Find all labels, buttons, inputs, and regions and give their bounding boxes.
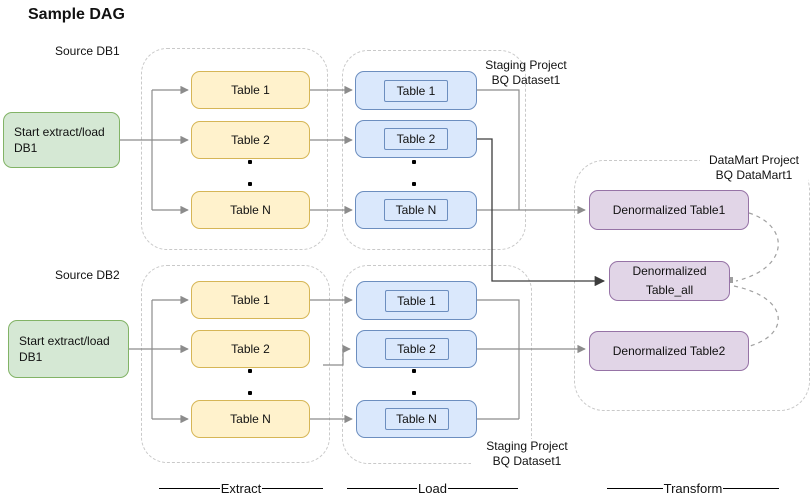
table-label: Table N	[384, 408, 449, 430]
start-node-db2: Start extract/load DB1	[8, 320, 129, 378]
load2-table-n: Table N	[356, 400, 477, 438]
table-label-line1: Denormalized	[632, 264, 707, 278]
stage-transform: Transform	[607, 481, 779, 496]
staging2-label: Staging Project BQ Dataset1	[471, 439, 583, 469]
stage-label: Load	[418, 481, 447, 496]
staging1-label: Staging Project BQ Dataset1	[485, 58, 567, 87]
extract1-table-1: Table 1	[191, 71, 310, 109]
table-label: Table N	[230, 203, 271, 217]
denormalized-table2-node: Denormalized Table2	[589, 331, 749, 371]
load1-table-n: Table N	[355, 191, 477, 229]
load1-table-1: Table 1	[355, 71, 477, 110]
denormalized-table1-node: Denormalized Table1	[589, 190, 749, 230]
extract2-ellipsis-dots	[248, 369, 252, 395]
source-db1-label: Source DB1	[55, 44, 120, 58]
table-label: Denormalized Table2	[612, 344, 726, 358]
table-label: Table 2	[231, 342, 270, 356]
stage-extract: Extract	[159, 481, 323, 496]
table-label-line2: Table_all	[645, 283, 694, 297]
start-node-label: Start extract/load DB1	[19, 334, 110, 364]
table-label: Table 2	[231, 133, 270, 147]
extract2-table-1: Table 1	[191, 281, 310, 319]
extract1-table-2: Table 2	[191, 121, 310, 159]
table-label: Table 1	[384, 289, 449, 312]
stage-label: Extract	[220, 481, 262, 496]
table-label: Table N	[230, 412, 271, 426]
page-title: Sample DAG	[28, 6, 125, 23]
datamart-container	[574, 160, 810, 411]
datamart-label: DataMart Project BQ DataMart1	[700, 153, 808, 183]
load2-table-2: Table 2	[356, 330, 477, 368]
extract2-table-2: Table 2	[191, 330, 310, 368]
extract1-ellipsis-dots	[248, 160, 252, 186]
table-label: Table N	[384, 199, 448, 221]
table-label: Table 1	[384, 79, 448, 102]
extract2-table-n: Table N	[191, 400, 310, 438]
start-node-label: Start extract/load DB1	[14, 125, 105, 155]
extract1-table-n: Table N	[191, 191, 310, 229]
table-label: Denormalized Table1	[612, 203, 726, 217]
table-label: Table 2	[384, 338, 449, 360]
table-label: Table 2	[384, 128, 448, 150]
table-label: Table 1	[231, 83, 270, 97]
extract1-container	[141, 48, 328, 250]
stage-label: Transform	[663, 481, 723, 496]
load1-ellipsis-dots	[412, 160, 416, 186]
start-node-db1: Start extract/load DB1	[3, 112, 120, 168]
source-db2-label: Source DB2	[55, 268, 120, 282]
stage-load: Load	[347, 481, 519, 496]
table-label: Table 1	[231, 293, 270, 307]
load2-table-1: Table 1	[356, 281, 477, 320]
load1-table-2: Table 2	[355, 120, 477, 158]
denormalized-table-all-node: Denormalized Table_all	[609, 261, 730, 301]
load2-ellipsis-dots	[412, 369, 416, 395]
